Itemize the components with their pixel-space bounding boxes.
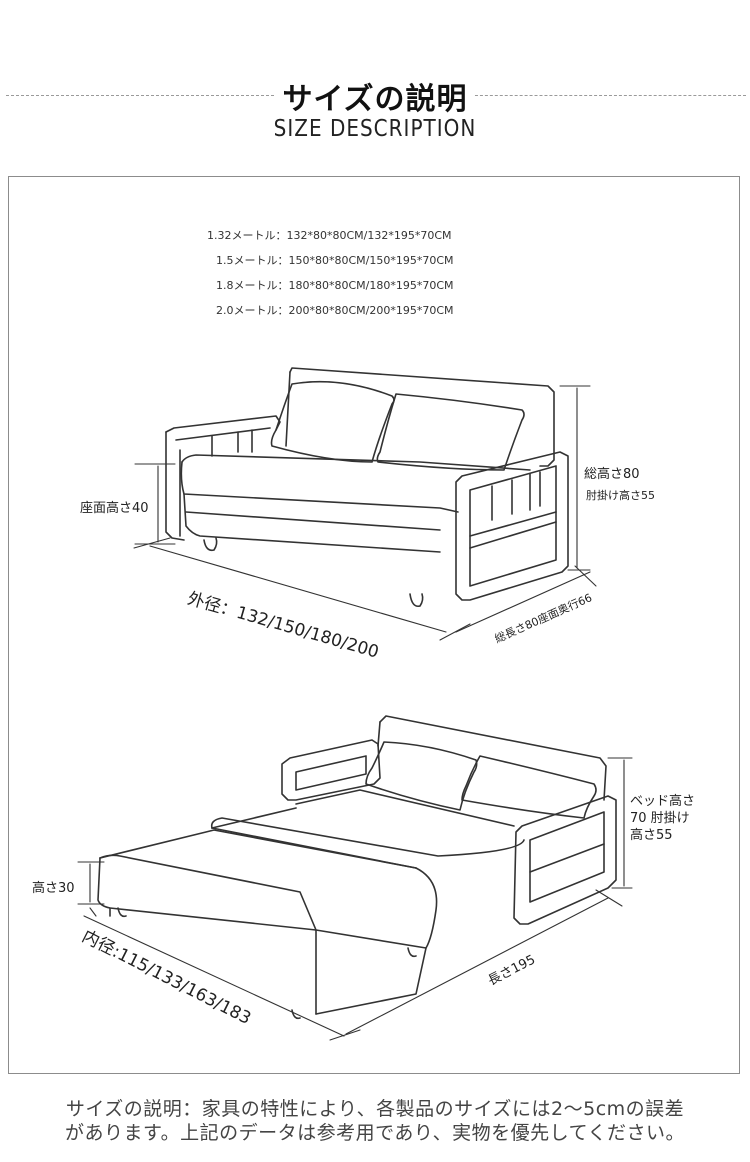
sofa-drawing bbox=[133, 367, 597, 641]
spec-line-1: 1.32メートル：132*80*80CM/132*195*70CM bbox=[207, 229, 452, 242]
spec-line-3: 1.8メートル：180*80*80CM/180*195*70CM bbox=[216, 279, 454, 292]
seat-height-label: 座面高さ40 bbox=[80, 501, 149, 516]
footer-note-line-2: があります。上記のデータは参考用であり、実物を優先してください。 bbox=[64, 1122, 685, 1144]
bed-height-label-1: ベッド高さ bbox=[630, 794, 696, 809]
mattress-height-label: 高さ30 bbox=[32, 881, 75, 896]
diagram-frame bbox=[8, 176, 740, 1074]
page-title: サイズの説明 bbox=[0, 74, 750, 118]
spec-line-4: 2.0メートル：200*80*80CM/200*195*70CM bbox=[216, 304, 454, 317]
armrest-height-label: 肘掛け高さ55 bbox=[586, 489, 655, 502]
page-subtitle: SIZE DESCRIPTION bbox=[273, 114, 477, 142]
footer-note-line-1: サイズの説明：家具の特性により、各製品のサイズには2〜5cmの誤差 bbox=[65, 1098, 685, 1120]
total-height-label: 総高さ80 bbox=[584, 467, 640, 482]
header-rule-right bbox=[470, 95, 746, 96]
spec-line-2: 1.5メートル：150*80*80CM/150*195*70CM bbox=[216, 254, 454, 267]
bed-height-label-2: 70 肘掛け bbox=[630, 811, 690, 826]
bed-height-label-3: 高さ55 bbox=[630, 828, 673, 843]
bed-drawing bbox=[77, 715, 633, 1041]
header-rule-left bbox=[6, 95, 274, 96]
